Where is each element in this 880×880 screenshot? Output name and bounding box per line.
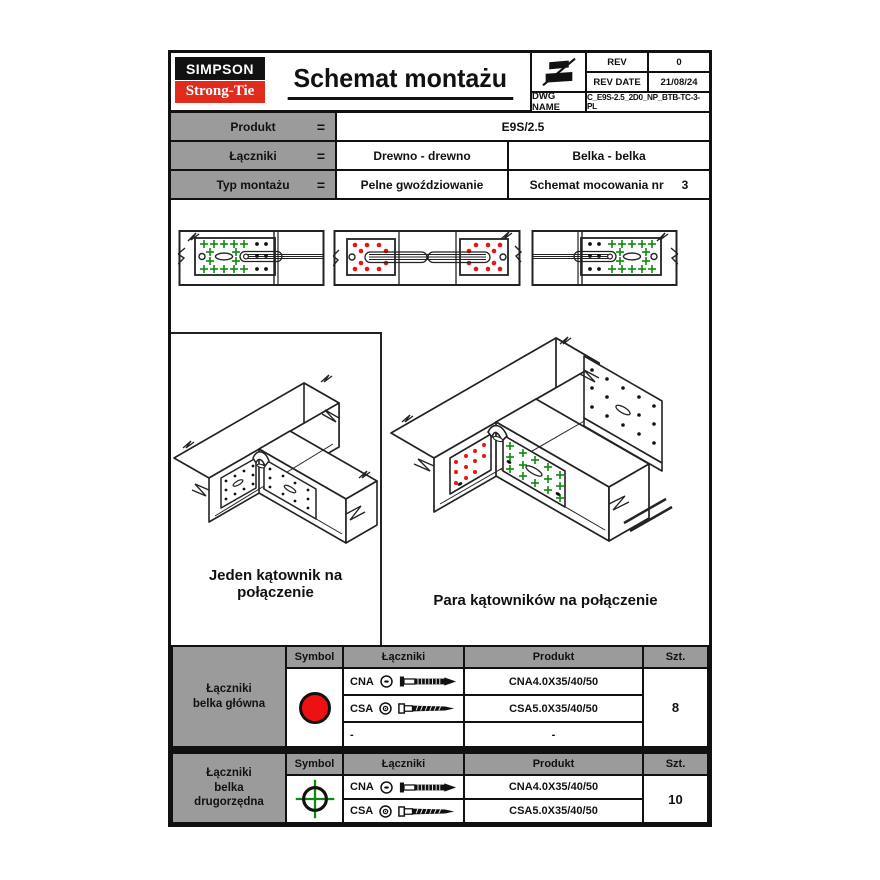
symbol-main-beam [287,669,342,746]
header-fasteners: Łączniki [344,647,463,667]
red-filled-circle-icon [298,691,331,724]
fastener-row-cna: CNA [344,776,463,798]
single-angle-isometric-drawing [173,374,378,544]
rev-date-value: 21/08/24 [649,73,709,91]
equals-sign: = [316,147,325,164]
qty-main-beam: 8 [644,669,707,746]
dwg-name-value: C_E9S-2.5_2D0_NP_BTB-TC-3-PL [587,93,709,111]
product-dash: - [465,723,642,746]
single-angle-panel: Jeden kątownik na połączenie [171,332,382,645]
fastener-row-cna: CNA [344,669,463,694]
section-label-main-beam: Łączniki belka główna [173,647,285,746]
header-product: Produkt [465,754,642,774]
screw-head-top-view-icon [379,804,392,818]
fastener-row-dash: - [344,723,463,746]
sheet-title-wrap: Schemat montażu [271,63,529,100]
section-line: Łączniki [206,683,252,696]
first-angle-projection-icon [532,53,585,91]
schemat-mocowania-text: Schemat mocowania nr [529,177,664,192]
fastener-code: CNA [350,781,374,793]
header-symbol: Symbol [287,754,342,774]
nail-head-top-view-icon [380,675,393,688]
equals-sign: = [316,176,325,193]
logo-strongtie: Strong-Tie [175,81,265,103]
info-label-text: Produkt [230,119,276,134]
wood-screw-icon [398,805,455,817]
sheet-title: Schemat montażu [287,63,513,100]
top-view-diagram-1 [178,230,325,286]
wood-screw-icon [398,703,455,714]
header-qty: Szt. [644,754,707,774]
section-label-secondary-beam: Łączniki belka drugorzędna [173,754,285,822]
qty-secondary-beam: 10 [644,776,707,822]
section-line: belka główna [192,697,266,710]
table-separator [171,748,709,752]
info-value-laczniki-2: Belka - belka [509,142,709,169]
title-block: SIMPSON Strong-Tie Schemat montażu REV 0… [171,53,709,113]
section-line: drugorzędna [194,796,264,809]
ring-shank-nail-icon [399,676,456,687]
rev-label: REV [587,53,647,71]
info-label-text: Typ montażu [216,177,290,192]
screw-head-top-view-icon [379,702,392,715]
revision-block: REV 0 REV DATE 21/08/24 DWG NAME C_E9S-2… [530,53,709,113]
section-line: belka [214,781,244,794]
fastener-code: CSA [350,702,374,715]
dwg-name-label: DWG NAME [532,93,585,111]
header-product: Produkt [465,647,642,667]
equals-sign: = [316,118,325,135]
header-qty: Szt. [644,647,707,667]
drawing-sheet: SIMPSON Strong-Tie Schemat montażu REV 0… [168,50,712,827]
rev-value: 0 [649,53,709,71]
product-cna: CNA4.0X35/40/50 [465,669,642,694]
green-crosshair-circle-icon [295,779,334,819]
product-csa: CSA5.0X35/40/50 [465,696,642,721]
product-csa: CSA5.0X35/40/50 [465,800,642,822]
info-value-typ-2: Schemat mocowania nr 3 [509,171,709,198]
info-value-produkt: E9S/2.5 [337,113,709,140]
info-value-laczniki-1: Drewno - drewno [337,142,507,169]
fastener-row-csa: CSA [344,800,463,822]
simpson-strongtie-logo: SIMPSON Strong-Tie [175,57,265,103]
top-view-diagram-3 [531,230,678,286]
fastener-code: CNA [350,675,374,688]
product-cna: CNA4.0X35/40/50 [465,776,642,798]
header-symbol: Symbol [287,647,342,667]
header-fasteners: Łączniki [344,754,463,774]
top-view-diagram-2 [333,230,522,286]
fastener-row-csa: CSA [344,696,463,721]
rev-date-label: REV DATE [587,73,647,91]
pair-angle-isometric-drawing [390,336,673,542]
caption-single-angle: Jeden kątownik na połączenie [208,567,343,601]
info-label-produkt: Produkt = [171,113,335,140]
info-label-typ-montazu: Typ montażu = [171,171,335,198]
pair-angle-area: Para kątowników na połączenie [382,200,709,645]
fastener-table-secondary-beam: Łączniki belka drugorzędna Symbol Łączni… [171,752,709,824]
info-value-typ-1: Pelne gwoździowanie [337,171,507,198]
section-line: Łączniki [206,767,252,780]
product-info-table: Produkt = E9S/2.5 Łączniki = Drewno - dr… [171,113,709,200]
symbol-secondary-beam [287,776,342,822]
fastener-table-main-beam: Łączniki belka główna Symbol Łączniki Pr… [171,645,709,748]
ring-shank-nail-icon [399,782,456,792]
info-label-laczniki: Łączniki = [171,142,335,169]
info-label-text: Łączniki [229,148,277,163]
drawing-area: Jeden kątownik na połączenie [171,200,709,645]
logo-simpson: SIMPSON [175,57,265,80]
caption-pair-angle: Para kątowników na połączenie [433,592,658,609]
schemat-mocowania-number: 3 [681,177,689,192]
fastener-code: CSA [350,805,374,817]
nail-head-top-view-icon [380,780,393,794]
fastener-code: - [350,728,354,741]
